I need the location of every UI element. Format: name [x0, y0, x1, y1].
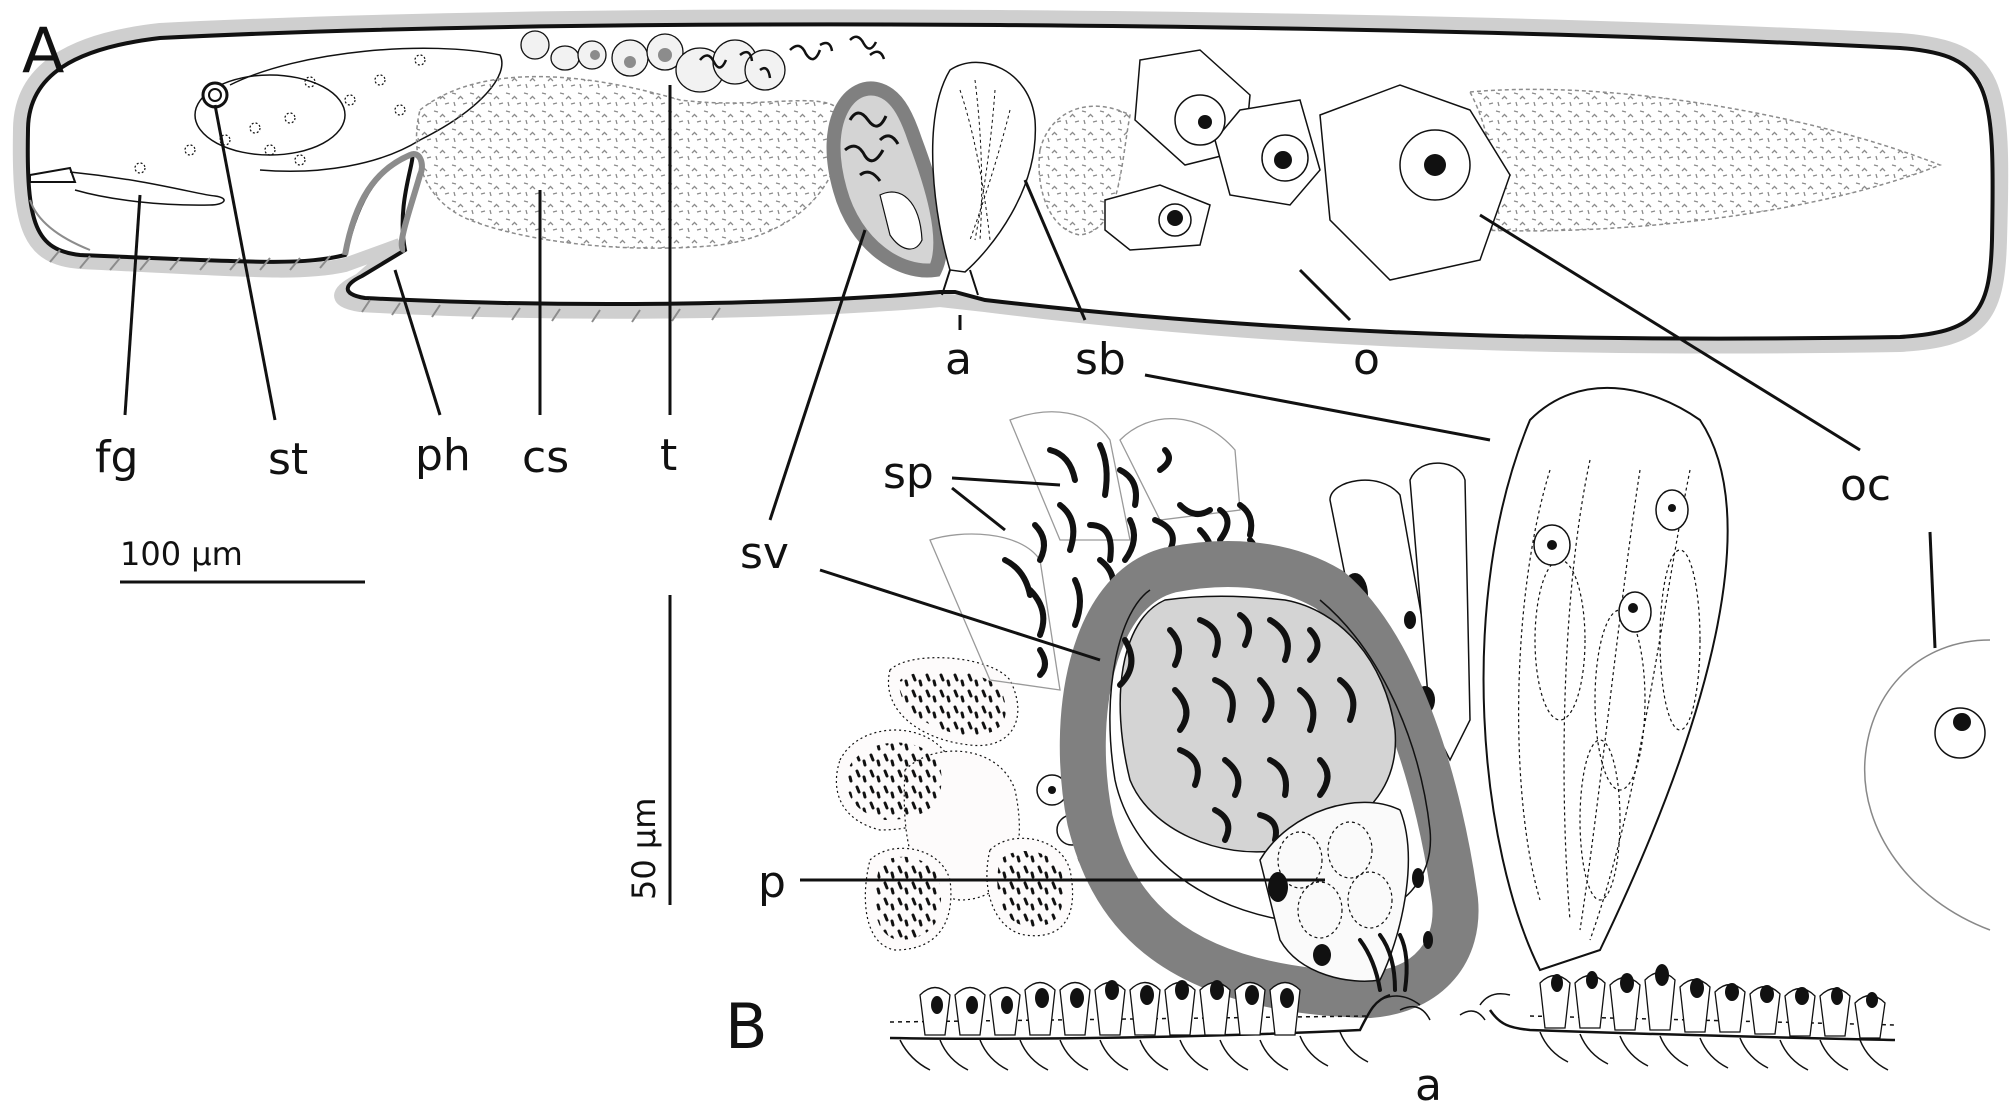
- panel-a-body: [12, 9, 2009, 354]
- label-oc: oc: [1840, 460, 1891, 511]
- label-a-bottom: a: [1415, 1060, 1442, 1109]
- scale-label-b: 50 µm: [625, 798, 663, 900]
- label-fg: fg: [95, 432, 138, 483]
- panel-a-leaders: [123, 85, 1861, 521]
- label-sp: sp: [883, 448, 934, 499]
- label-o: o: [1353, 334, 1380, 385]
- panel-b-leaders: [800, 476, 1937, 882]
- label-a-top: a: [945, 334, 972, 385]
- label-sb: sb: [1075, 334, 1126, 385]
- scale-label-a: 100 µm: [120, 535, 243, 573]
- panel-label-b: B: [725, 990, 768, 1063]
- label-ph: ph: [415, 430, 471, 481]
- label-t: t: [660, 430, 677, 481]
- label-st: st: [268, 434, 308, 485]
- panel-b-detail: [835, 386, 1991, 1071]
- panel-label-a: A: [22, 14, 64, 87]
- label-p: p: [758, 857, 786, 908]
- label-cs: cs: [522, 432, 569, 483]
- label-sv: sv: [740, 528, 789, 579]
